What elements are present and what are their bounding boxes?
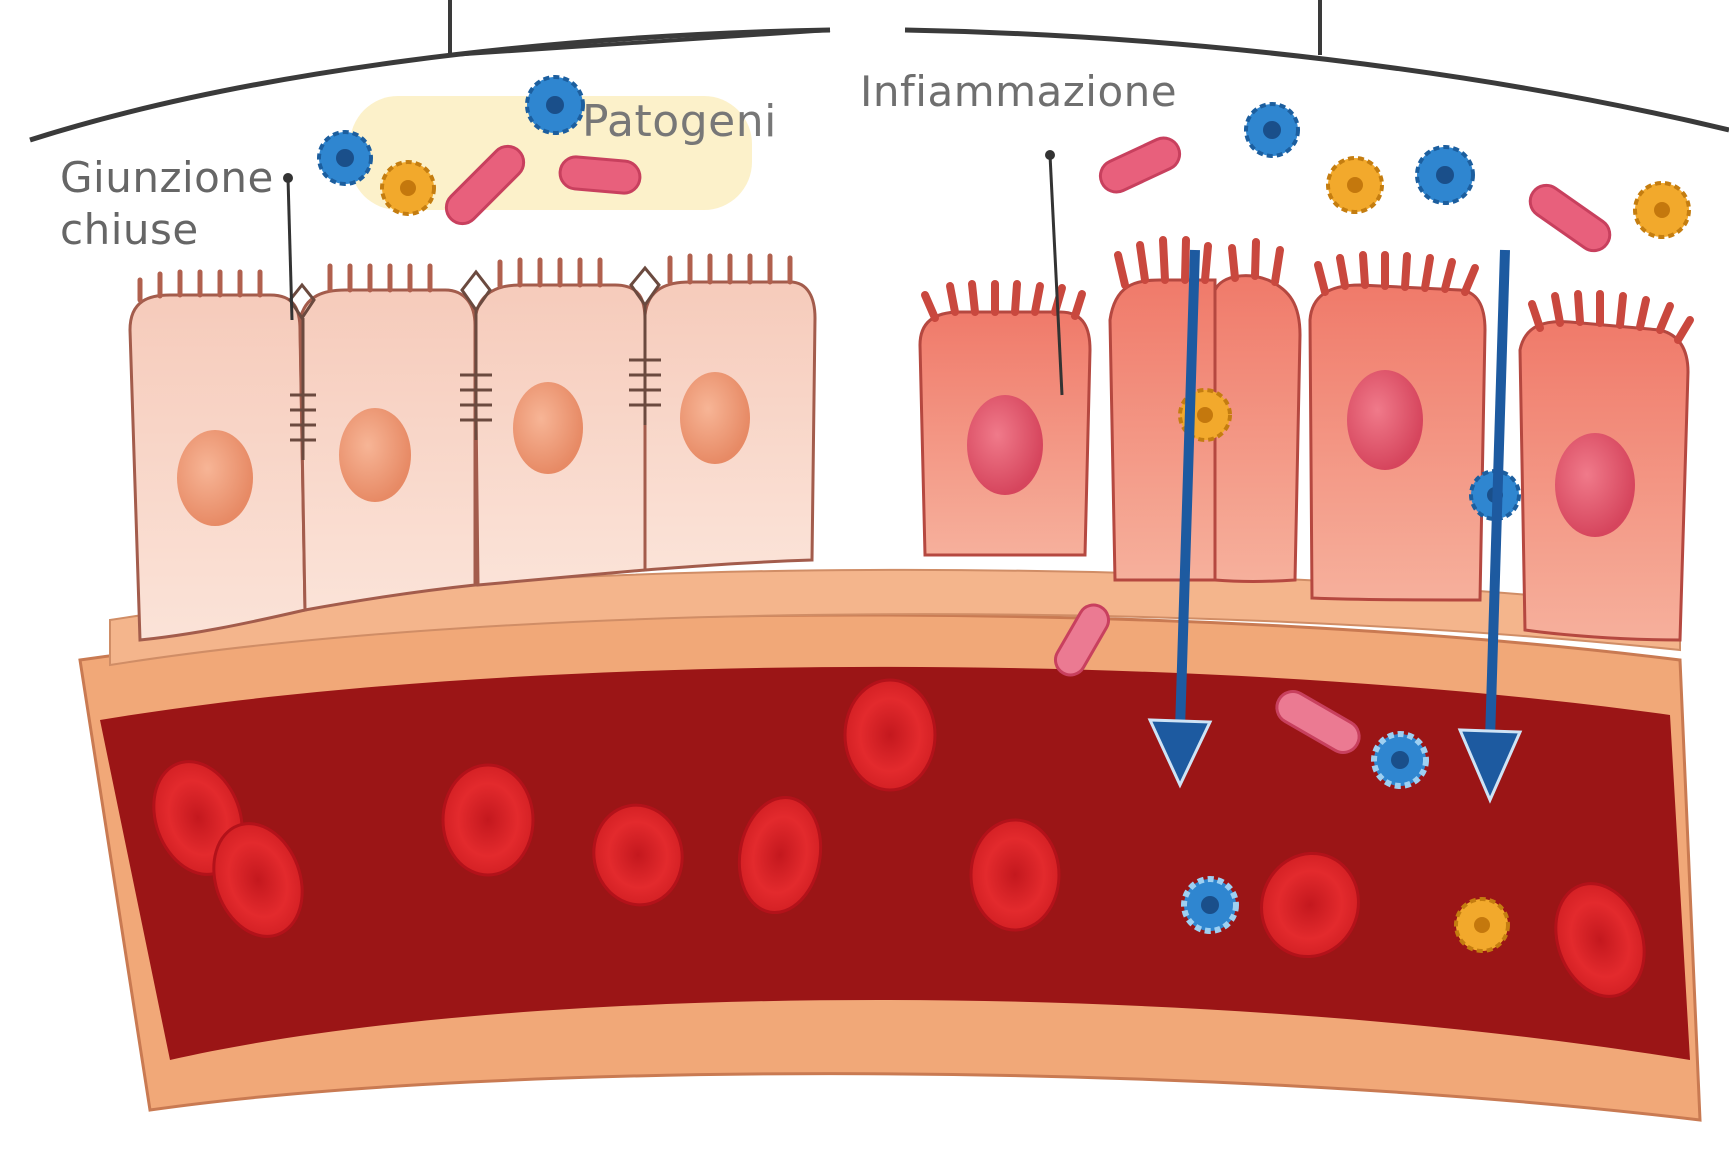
blue-pathogen-icon xyxy=(1374,734,1426,786)
orange-pathogen-icon xyxy=(1635,183,1689,237)
blue-pathogen-icon xyxy=(1184,879,1236,931)
blue-pathogen-icon xyxy=(1417,147,1473,203)
healthy-nucleus xyxy=(177,430,253,526)
tight-junction-label-line2: chiuse xyxy=(60,204,274,256)
rod-bacterium-icon xyxy=(1524,179,1616,257)
healthy-nucleus xyxy=(513,382,583,474)
orange-pathogen-icon xyxy=(1328,158,1382,212)
pathogens-label: Patogeni xyxy=(582,96,777,148)
orange-pathogen-icon xyxy=(1456,899,1508,951)
inflamed-nucleus xyxy=(1555,433,1635,537)
red-blood-cell-icon xyxy=(443,765,533,875)
blue-pathogen-icon xyxy=(1246,104,1298,156)
rod-bacterium-icon xyxy=(559,156,641,195)
tight-junction-label: Giunzione chiuse xyxy=(60,152,274,256)
inflammation-label: Infiammazione xyxy=(860,66,1177,118)
inflamed-nucleus xyxy=(1347,370,1423,470)
orange-pathogen-icon xyxy=(382,162,434,214)
blue-pathogen-icon xyxy=(319,132,371,184)
rod-bacterium-icon xyxy=(1095,133,1185,198)
healthy-nucleus xyxy=(339,408,411,502)
red-blood-cell-icon xyxy=(971,820,1059,930)
rod-bacterium-icon xyxy=(440,140,531,231)
blue-pathogen-icon xyxy=(527,77,583,133)
inflamed-nucleus xyxy=(967,395,1043,495)
tight-junction-label-line1: Giunzione xyxy=(60,152,274,204)
red-blood-cell-icon xyxy=(845,680,935,790)
healthy-nucleus xyxy=(680,372,750,464)
